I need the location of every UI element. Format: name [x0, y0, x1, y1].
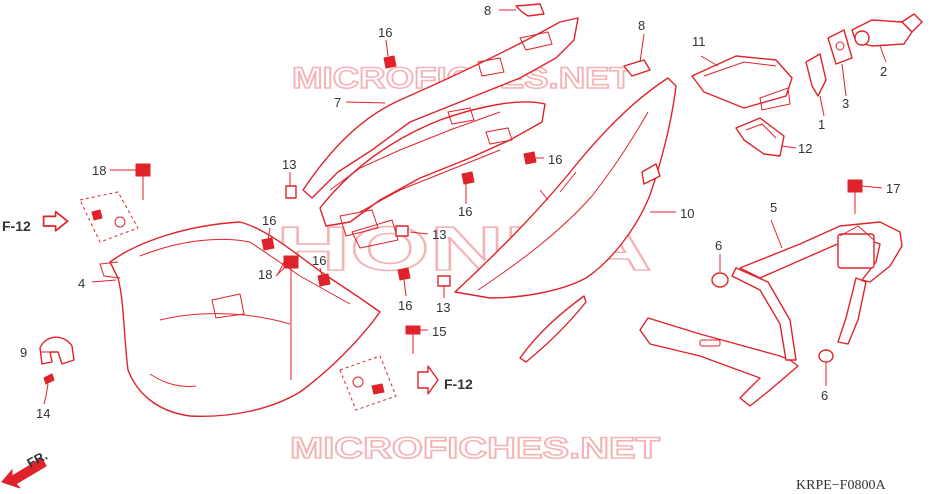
clip-8-top	[515, 3, 545, 17]
callout-18-upper: 18	[92, 163, 106, 178]
callout-16-lowleft: 16	[312, 253, 326, 268]
callout-16-lowright: 16	[398, 298, 412, 313]
callout-16-right: 16	[548, 152, 562, 167]
ref-label-left: F-12	[2, 218, 31, 234]
grab-rail	[639, 221, 903, 407]
watermark-bottom: MICROFICHES.NET	[290, 432, 660, 465]
callout-3: 3	[842, 96, 849, 111]
callout-16-left: 16	[262, 213, 276, 228]
lower-center-cover	[99, 221, 381, 417]
callout-6-lower: 6	[821, 388, 828, 403]
callout-12: 12	[798, 141, 812, 156]
nut-13-left	[285, 185, 297, 199]
washer-box-left	[79, 191, 139, 243]
grommet-6-lower	[818, 349, 834, 363]
callout-1: 1	[818, 117, 825, 132]
callout-2: 2	[880, 64, 887, 79]
callout-6-upper: 6	[715, 238, 722, 253]
bolt-18-upper	[135, 163, 151, 200]
callout-16-middle: 16	[458, 204, 472, 219]
screws-16	[261, 55, 537, 287]
callouts: 8 8 16 7 16 16 13 13 16 18 16 16 13 15 1…	[20, 3, 900, 421]
rear-upper-cowl	[302, 17, 579, 249]
callout-14: 14	[36, 406, 50, 421]
washer-box-right	[339, 355, 397, 411]
nut-13-center	[395, 225, 409, 237]
screw-15	[405, 325, 421, 354]
callout-10: 10	[680, 206, 694, 221]
callout-13-right: 13	[436, 300, 450, 315]
tool-tray	[691, 55, 793, 111]
ref-label-right: F-12	[444, 376, 473, 392]
callout-15: 15	[432, 324, 446, 339]
pillion-step-cap	[735, 117, 785, 157]
clamp-9	[39, 336, 75, 365]
callout-5: 5	[770, 200, 777, 215]
grommet-6-upper	[711, 272, 729, 288]
callout-16-top: 16	[378, 25, 392, 40]
callout-18-lower: 18	[258, 267, 272, 282]
callout-7: 7	[334, 95, 341, 110]
leader-lines	[40, 9, 887, 405]
callout-8-top: 8	[484, 3, 491, 18]
screw-14	[43, 373, 55, 397]
callout-8-right: 8	[638, 18, 645, 33]
bolt-17	[847, 179, 863, 214]
callout-13-left: 13	[282, 157, 296, 172]
bolt-18-lower	[283, 255, 299, 380]
clip-8-right	[623, 59, 651, 77]
nut-13-right	[437, 275, 451, 287]
callout-17: 17	[886, 181, 900, 196]
diagram-code: KRPE−F0800A	[796, 478, 886, 493]
seat-lock	[805, 13, 923, 97]
callout-11: 11	[692, 34, 706, 49]
callout-4: 4	[78, 276, 85, 291]
callout-13-center: 13	[432, 227, 446, 242]
right-side-cover	[454, 77, 677, 363]
callout-9: 9	[20, 345, 27, 360]
ref-arrow-right[interactable]: F-12	[417, 365, 473, 395]
front-direction-arrow: FR.	[1, 448, 50, 489]
ref-arrow-left[interactable]: F-12	[2, 210, 69, 234]
